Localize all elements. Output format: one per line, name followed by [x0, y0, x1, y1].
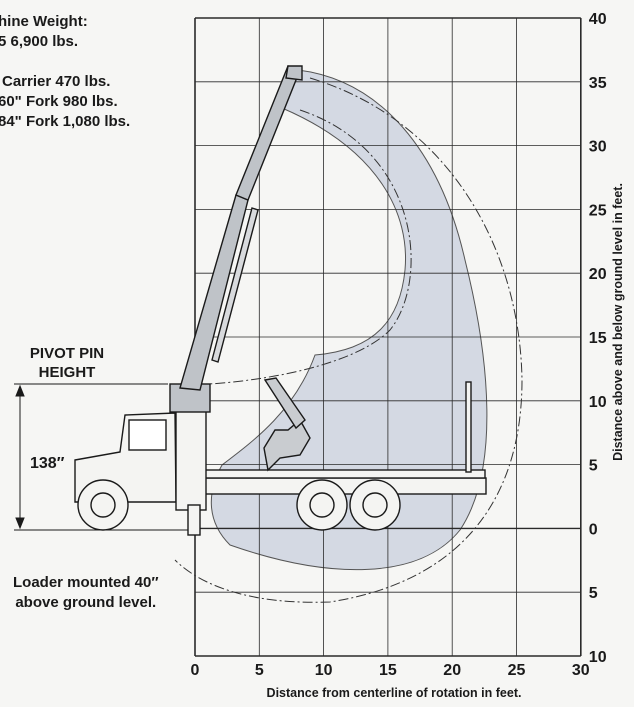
pivot-label-line1: PIVOT PIN — [29, 345, 105, 362]
y-tick-label: 10 — [589, 394, 607, 411]
rear-wheel-1 — [296, 479, 348, 531]
spec-line: Carrier 470 lbs. — [2, 73, 111, 90]
max-reach-arc — [174, 77, 523, 603]
outrigger-leg — [187, 504, 201, 536]
spec-line: 84" Fork 1,080 lbs. — [0, 113, 131, 130]
rear-wheel-2 — [349, 479, 401, 531]
mount-height-note: Loader mounted 40″ above ground level. — [13, 573, 159, 613]
truck — [74, 381, 487, 536]
cab-step — [175, 409, 207, 511]
boom-cylinder — [211, 207, 259, 363]
x-axis-title: Distance from centerline of rotation in … — [266, 686, 522, 700]
pivot-label-line2: HEIGHT — [38, 364, 96, 381]
pivot-height-value: 138″ — [30, 455, 65, 472]
x-tick-label: 15 — [379, 662, 397, 679]
y-tick-label: 10 — [589, 649, 607, 666]
y-tick-label: 5 — [589, 585, 598, 602]
y-tick-label: 20 — [589, 266, 607, 283]
x-tick-label: 0 — [191, 662, 200, 679]
x-tick-label: 20 — [443, 662, 461, 679]
y-tick-label: 40 — [589, 11, 607, 28]
cab-window — [128, 419, 167, 451]
headboard-post — [465, 381, 472, 473]
spec-title: hine Weight: — [0, 13, 88, 30]
boom-stick — [235, 65, 301, 201]
y-tick-label: 30 — [589, 139, 607, 156]
y-tick-label: 35 — [589, 75, 607, 92]
y-tick-label: 5 — [589, 458, 598, 475]
spec-line: 60" Fork 980 lbs. — [0, 93, 118, 110]
stowed-arm — [263, 377, 306, 430]
x-axis-ticks: 0 5 10 15 20 25 30 — [191, 662, 590, 679]
inner-reach-arc — [179, 109, 412, 386]
x-tick-label: 10 — [315, 662, 333, 679]
mount-note-line1: Loader mounted 40″ — [13, 574, 159, 591]
spec-line: 5 6,900 lbs. — [0, 33, 79, 50]
x-tick-label: 25 — [508, 662, 526, 679]
pivot-pin-label: PIVOT PIN HEIGHT — [8, 344, 126, 382]
y-tick-label: 0 — [589, 521, 598, 538]
y-tick-label: 15 — [589, 330, 607, 347]
stowed-grapple — [263, 418, 311, 472]
truck-bed-rail — [199, 469, 486, 479]
y-tick-label: 25 — [589, 202, 607, 219]
rear-hub-2 — [362, 492, 388, 518]
x-tick-label: 30 — [572, 662, 590, 679]
y-axis-title: Distance above and below ground level in… — [611, 183, 625, 461]
mount-note-line2: above ground level. — [15, 594, 157, 611]
rear-hub-1 — [309, 492, 335, 518]
pivot-height-dimension — [14, 383, 188, 531]
loader-boom — [169, 65, 311, 472]
spec-line — [0, 52, 130, 72]
y-axis-ticks: 40 35 30 25 20 15 10 5 0 5 10 — [589, 11, 607, 666]
boom-tip — [285, 65, 303, 81]
front-hub — [90, 492, 116, 518]
front-wheel — [77, 479, 129, 531]
machine-weight-specs: hine Weight: 5 6,900 lbs. Carrier 470 lb… — [0, 12, 130, 132]
x-tick-label: 5 — [255, 662, 264, 679]
